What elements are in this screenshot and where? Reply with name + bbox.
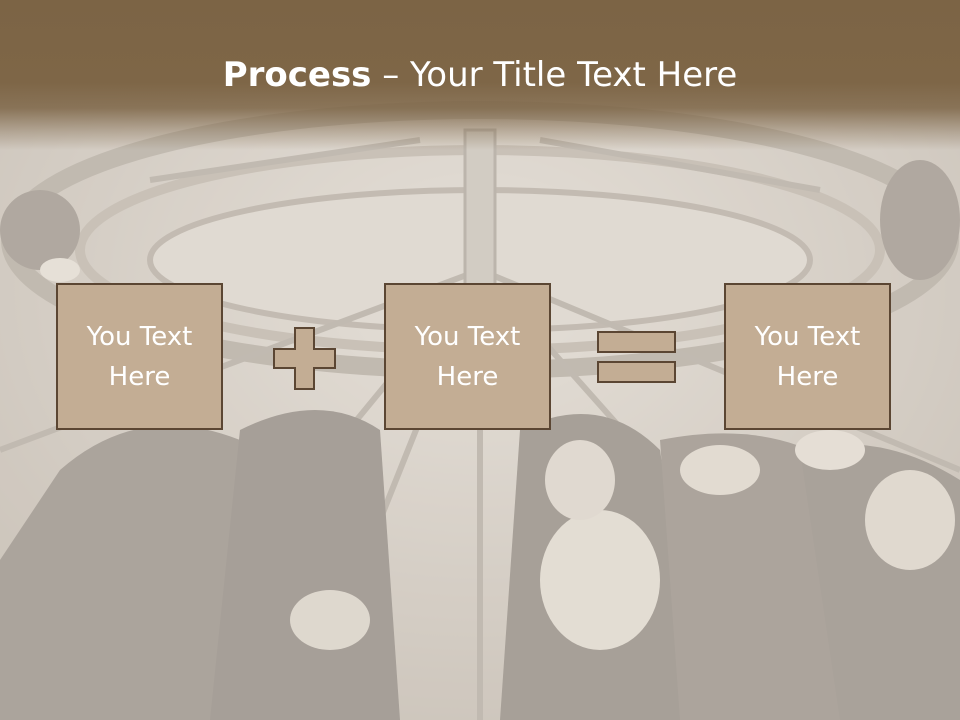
equals-icon [597, 331, 676, 383]
text-box-1-label: You Text Here [86, 321, 193, 392]
title-band [0, 0, 960, 150]
plus-icon [273, 327, 336, 390]
text-box-2[interactable]: You Text Here [384, 283, 551, 430]
title-bold: Process [222, 55, 372, 95]
text-box-3[interactable]: You Text Here [724, 283, 891, 430]
slide-title: Process – Your Title Text Here [0, 52, 960, 98]
text-box-2-label: You Text Here [414, 321, 521, 392]
text-box-1[interactable]: You Text Here [56, 283, 223, 430]
title-rest: – Your Title Text Here [371, 55, 738, 95]
text-box-3-label: You Text Here [754, 321, 861, 392]
